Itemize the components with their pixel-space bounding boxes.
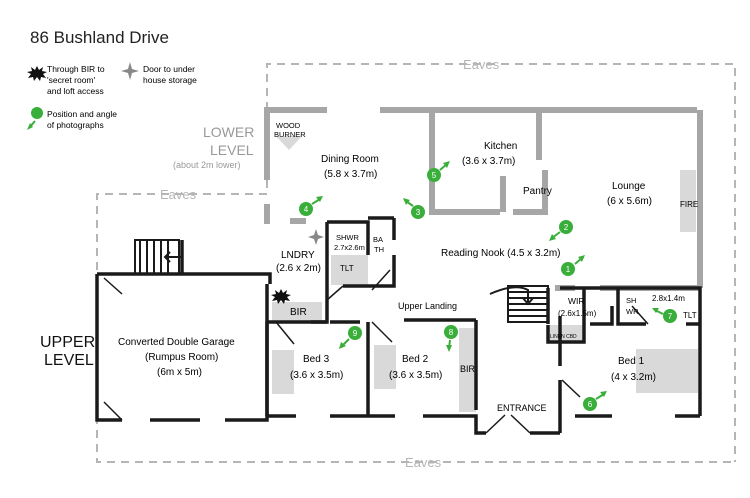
photo-marker-9-number: 9	[353, 329, 358, 338]
legend-door-line1: Door to under	[143, 64, 195, 74]
door-swings	[103, 269, 649, 434]
shwr-label: SHWR	[336, 233, 359, 242]
eaves-label-bottom: Eaves	[405, 455, 442, 470]
photo-markers: 1 2 3 4 5 6	[299, 161, 677, 411]
eaves-outlines	[96, 63, 736, 463]
bath-label-1: BA	[373, 235, 383, 244]
lounge-size: (6 x 5.6m)	[607, 196, 652, 207]
bath-label-2: TH	[374, 245, 384, 254]
bed3-label: Bed 3	[303, 354, 330, 365]
bed1-label: Bed 1	[618, 356, 645, 367]
legend-bir-line3: and loft access	[47, 86, 104, 96]
photo-marker-1: 1	[561, 255, 585, 276]
fire-label: FIRE	[680, 200, 698, 209]
photo-marker-2: 2	[549, 220, 573, 241]
ensuite-size: 2.8x1.4m	[652, 294, 685, 303]
dining-room-size: (5.8 x 3.7m)	[324, 169, 377, 180]
bed2-size: (3.6 x 3.5m)	[389, 370, 442, 381]
burst-icon	[27, 66, 47, 81]
tlt2-label: TLT	[683, 311, 697, 320]
storage-door-icon	[308, 229, 324, 245]
reading-nook-label: Reading Nook (4.5 x 3.2m)	[441, 248, 561, 259]
wood-burner-shape	[276, 136, 302, 150]
upper-level-line2: LEVEL	[44, 352, 94, 369]
photo-marker-7-number: 7	[668, 312, 673, 321]
kitchen-size: (3.6 x 3.7m)	[462, 156, 515, 167]
photo-marker-4-number: 4	[304, 205, 309, 214]
upper-level-line1: UPPER	[40, 334, 95, 351]
garage-label-2: (Rumpus Room)	[145, 352, 218, 363]
lower-level-note: (about 2m lower)	[173, 160, 241, 170]
photo-marker-4: 4	[299, 196, 323, 216]
legend-bir-line2: 'secret room'	[47, 75, 95, 85]
eaves-label-left: Eaves	[160, 187, 197, 202]
wood-burner-label-1: WOOD	[276, 121, 301, 130]
legend-photo-line2: of photographs	[47, 120, 104, 130]
lndry-label: LNDRY	[281, 250, 315, 261]
photo-marker-7: 7	[652, 308, 677, 323]
wir-size: (2.6x1.5m)	[558, 309, 597, 318]
photo-marker-icon	[27, 107, 43, 130]
bir-label: BIR	[290, 307, 307, 318]
shower-label-2: WR	[626, 307, 639, 316]
lower-level-line2: LEVEL	[210, 142, 254, 158]
page-title: 86 Bushland Drive	[30, 28, 169, 47]
photo-marker-3-number: 3	[416, 208, 421, 217]
bed2-label: Bed 2	[402, 354, 429, 365]
wood-burner-label-2: BURNER	[274, 130, 306, 139]
entrance-label: ENTRANCE	[497, 403, 547, 413]
photo-marker-9: 9	[339, 326, 362, 349]
lower-level-walls	[264, 107, 703, 291]
garage-size: (6m x 5m)	[157, 367, 202, 378]
lndry-size: (2.6 x 2m)	[276, 263, 321, 274]
garage-label-1: Converted Double Garage	[118, 337, 235, 348]
photo-marker-2-number: 2	[564, 223, 569, 232]
legend-bir-line1: Through BIR to	[47, 64, 105, 74]
legend: Through BIR to 'secret room' and loft ac…	[27, 62, 197, 130]
photo-marker-3: 3	[403, 198, 425, 219]
bed1-size: (4 x 3.2m)	[611, 372, 656, 383]
shower-label-1: SH	[626, 296, 636, 305]
bir-burst-icon	[271, 289, 291, 304]
upper-landing-label: Upper Landing	[398, 301, 457, 311]
photo-marker-5: 5	[427, 161, 450, 182]
lounge-label: Lounge	[612, 181, 646, 192]
stairs-landing	[489, 285, 549, 323]
photo-marker-6-number: 6	[588, 400, 593, 409]
dining-room-label: Dining Room	[321, 154, 379, 165]
eaves-label-top: Eaves	[463, 57, 500, 72]
photo-marker-8-number: 8	[449, 328, 454, 337]
legend-photo-line1: Position and angle	[47, 109, 117, 119]
linen-label: LINEN CBD	[550, 334, 577, 340]
lower-level-line1: LOWER	[203, 124, 254, 140]
fixtures	[272, 170, 698, 412]
upper-level-walls	[95, 216, 702, 435]
photo-marker-1-number: 1	[566, 265, 571, 274]
legend-door-line2: house storage	[143, 75, 197, 85]
wir-label: WIR	[568, 296, 585, 306]
stairs-garage	[134, 239, 182, 275]
tlt-label: TLT	[340, 264, 354, 273]
pantry-label: Pantry	[523, 186, 552, 197]
photo-marker-6: 6	[583, 391, 607, 411]
photo-marker-8: 8	[444, 325, 458, 352]
bed3-size: (3.6 x 3.5m)	[290, 370, 343, 381]
kitchen-label: Kitchen	[484, 141, 517, 152]
photo-marker-5-number: 5	[432, 171, 437, 180]
shwr-size: 2.7x2.6m	[334, 243, 365, 252]
bir2-label: BIR	[460, 364, 476, 374]
plus-icon	[121, 62, 139, 80]
